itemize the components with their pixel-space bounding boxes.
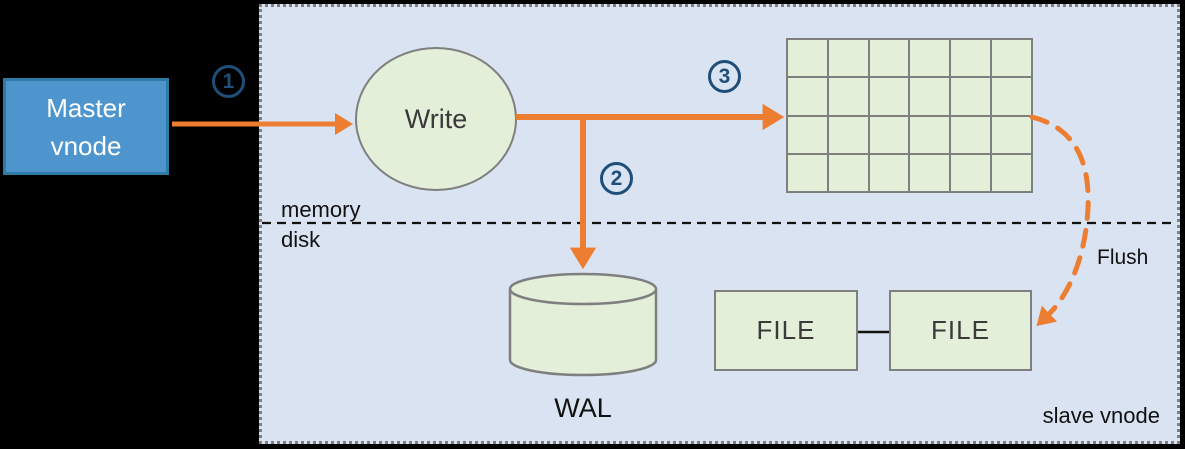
write-label: Write: [404, 103, 468, 134]
step-1-badge: 1: [212, 65, 245, 98]
step-2-badge: 2: [600, 162, 633, 195]
disk-label: disk: [281, 227, 321, 252]
memtable-grid-cell: [788, 116, 827, 153]
memtable-grid-cell: [869, 78, 909, 115]
memtable-grid-cell: [828, 78, 868, 115]
wal-cylinder-body: [508, 289, 658, 377]
memtable-grid-cell: [992, 154, 1031, 191]
master-vnode-label-line2: vnode: [50, 130, 122, 161]
flush-label: Flush: [1097, 246, 1149, 269]
file-box-2: FILE: [889, 290, 1032, 371]
memtable-grid-cell: [992, 116, 1031, 153]
memtable-grid-cell: [828, 116, 868, 153]
memtable-grid-cell: [992, 78, 1031, 115]
memtable-grid-cell: [910, 154, 950, 191]
wal-cylinder: [508, 272, 658, 377]
memtable-grid-cell: [910, 116, 950, 153]
memtable-grid-cell: [828, 40, 868, 77]
wal-label: WAL: [554, 393, 612, 423]
file-box-1: FILE: [714, 290, 858, 371]
memtable-grid-cell: [951, 116, 991, 153]
memtable-grid-cell: [869, 154, 909, 191]
step-2-number: 2: [610, 166, 623, 190]
step-1-number: 1: [222, 69, 235, 93]
memtable-grid-cell: [788, 40, 827, 77]
memtable-grid-cell: [910, 78, 950, 115]
memtable-grid-cell: [951, 40, 991, 77]
memtable-grid-cell: [910, 40, 950, 77]
wal-cylinder-top: [508, 272, 658, 306]
step-3-number: 3: [718, 64, 731, 88]
master-vnode-label-line1: Master: [46, 92, 126, 123]
memtable-grid-cell: [951, 78, 991, 115]
file-box-2-label: FILE: [931, 315, 990, 345]
write-ellipse: Write: [355, 47, 517, 191]
memtable-grid-cell: [869, 40, 909, 77]
memtable-grid-cell: [869, 116, 909, 153]
memtable-grid-cell: [788, 154, 827, 191]
memtable-grid: [786, 38, 1033, 193]
memtable-grid-cell: [992, 40, 1031, 77]
file-box-1-label: FILE: [756, 315, 816, 345]
step-3-badge: 3: [708, 60, 741, 93]
memtable-grid-cell: [788, 78, 827, 115]
memtable-grid-cell: [828, 154, 868, 191]
memory-label: memory: [281, 197, 361, 222]
slave-vnode-label: slave vnode: [1042, 403, 1160, 428]
master-vnode-box: Master vnode: [3, 78, 169, 175]
memtable-grid-cell: [951, 154, 991, 191]
